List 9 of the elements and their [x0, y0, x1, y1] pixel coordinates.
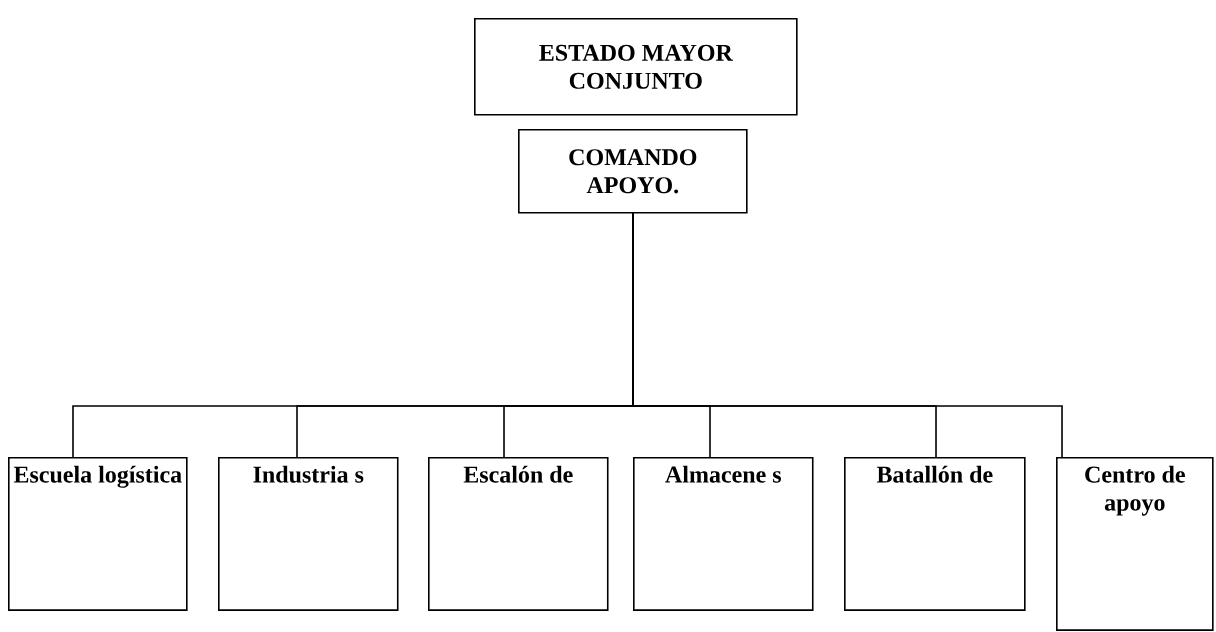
unit-box: Batallón de [844, 457, 1026, 611]
unit-box: Industria s [218, 457, 399, 611]
command-box: ESTADO MAYOR CONJUNTO [474, 18, 798, 116]
unit-box: Escuela logística [8, 457, 188, 611]
unit-box: Centro de apoyo [1056, 457, 1214, 631]
unit-box: Almacene s [633, 457, 814, 611]
command-box: COMANDO APOYO. [518, 129, 748, 214]
connector-line [632, 212, 1063, 458]
unit-box: Escalón de [428, 457, 609, 611]
